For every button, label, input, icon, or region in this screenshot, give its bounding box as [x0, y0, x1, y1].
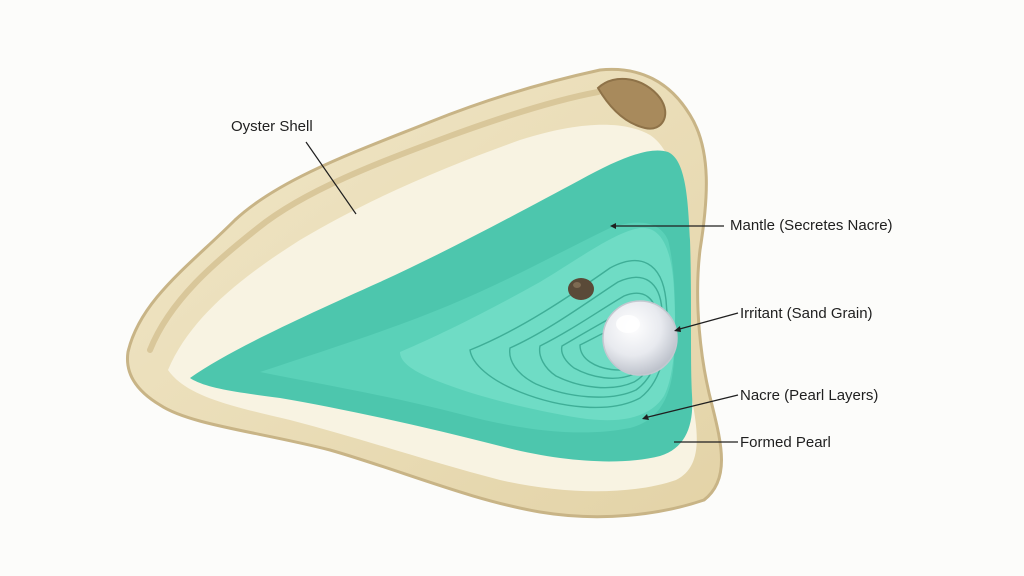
formed-pearl — [602, 300, 678, 376]
leader-irritant — [675, 312, 739, 331]
irritant-sand-grain — [568, 278, 594, 300]
label-mantle: Mantle (Secretes Nacre) — [730, 217, 893, 234]
oyster-shell-rim — [147, 89, 601, 353]
arrow-irritant-icon — [674, 326, 681, 332]
oyster-hinge — [596, 78, 667, 130]
arrow-nacre-icon — [642, 414, 649, 420]
label-formed-pearl: Formed Pearl — [740, 434, 831, 451]
leader-oyster-shell — [305, 141, 357, 215]
label-irritant: Irritant (Sand Grain) — [740, 305, 873, 322]
leader-nacre — [643, 394, 739, 419]
label-oyster-shell: Oyster Shell — [231, 118, 313, 135]
leader-lines — [305, 141, 739, 443]
nacre-region — [400, 227, 675, 421]
arrow-mantle-icon — [610, 223, 616, 229]
label-nacre: Nacre (Pearl Layers) — [740, 387, 879, 404]
